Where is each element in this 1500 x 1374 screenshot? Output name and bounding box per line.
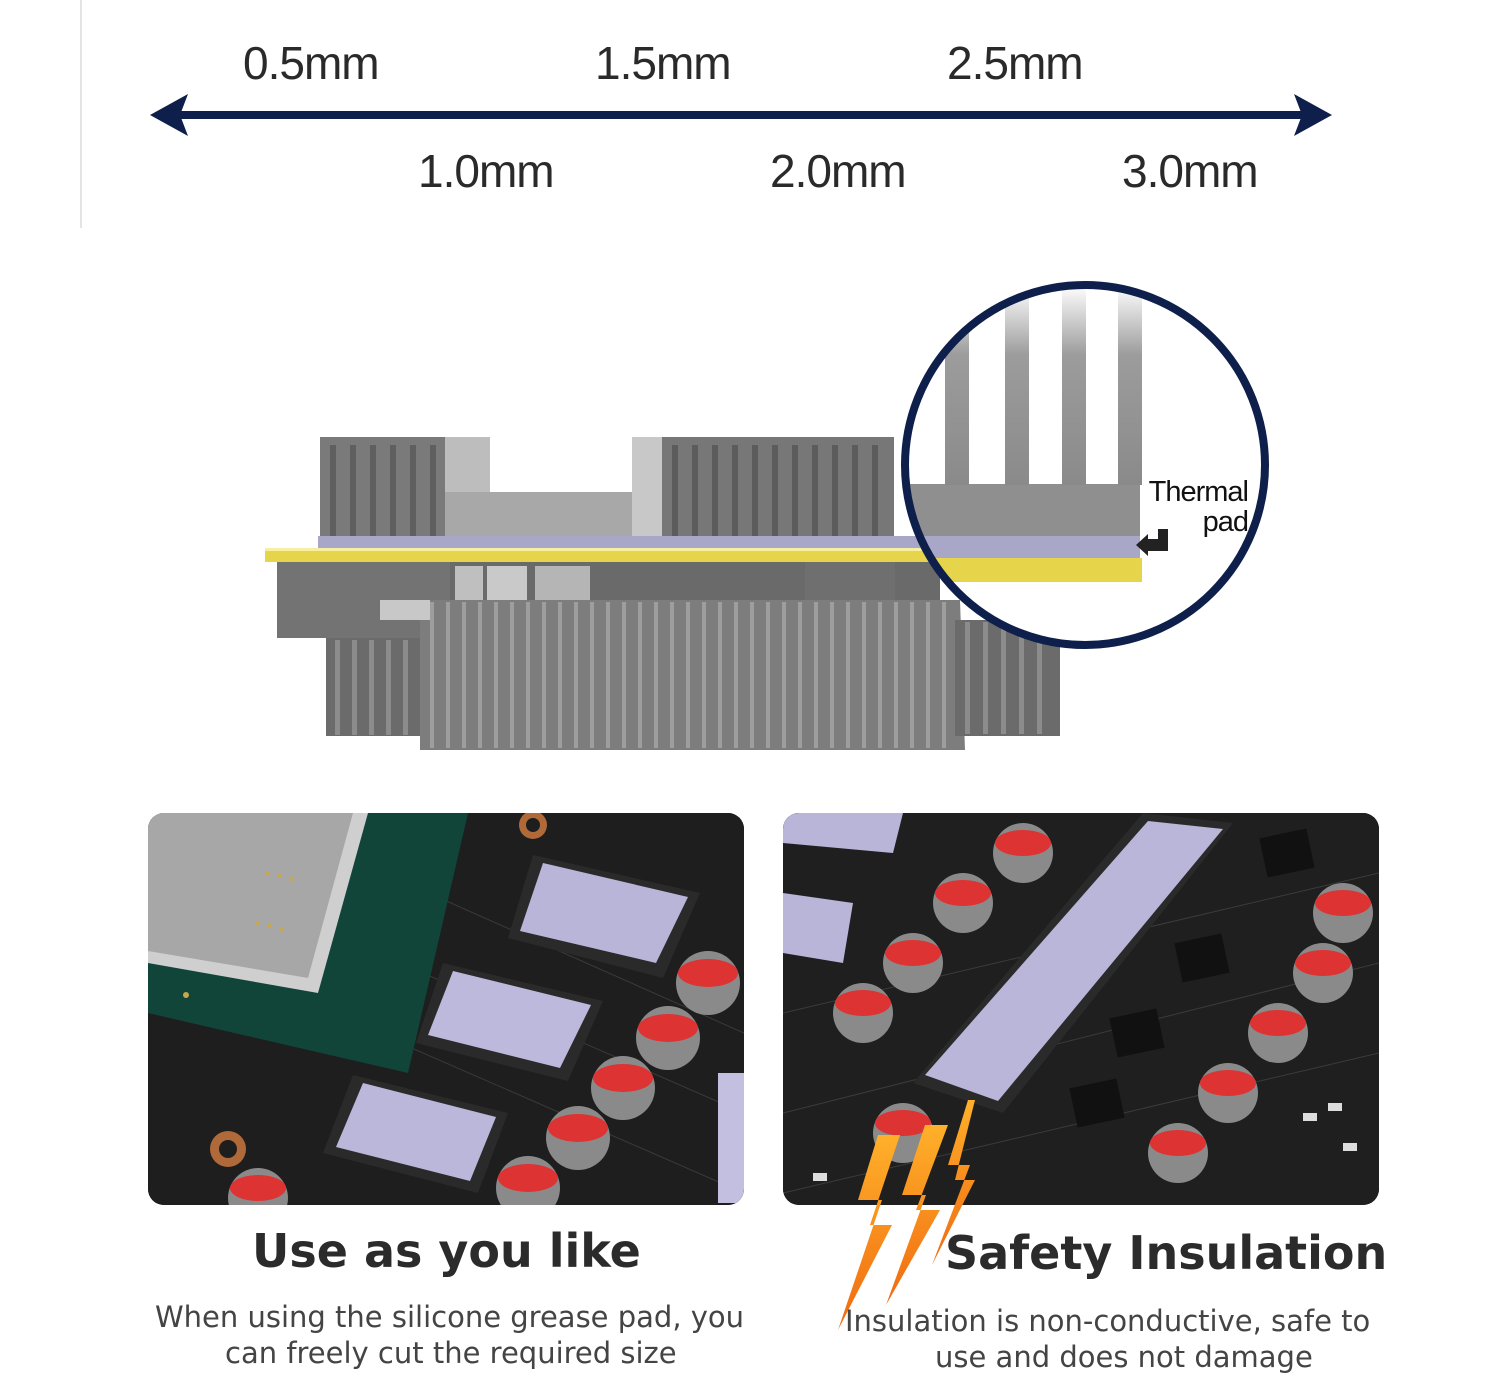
thickness-label-1-0: 1.0mm xyxy=(418,145,555,197)
feature-title-safety-insulation: Safety Insulation xyxy=(945,1226,1388,1280)
thickness-label-2-0: 2.0mm xyxy=(770,145,907,197)
thermal-pad-label-line1: Thermal xyxy=(1148,476,1249,508)
thickness-label-2-5: 2.5mm xyxy=(947,37,1084,89)
top-heatsink-right xyxy=(632,437,894,537)
thickness-label-0-5: 0.5mm xyxy=(243,37,380,89)
thermal-pad-label: Thermal pad xyxy=(1128,476,1249,538)
bottom-heatsink xyxy=(277,562,1060,750)
photo-use-as-you-like xyxy=(148,813,744,1205)
thermal-pad-label-line2: pad xyxy=(1202,506,1249,538)
heatsink-base-middle xyxy=(445,492,640,537)
heatsink-diagram xyxy=(265,281,1269,750)
feature-title-use-as-you-like: Use as you like xyxy=(252,1224,641,1278)
feature-body-safety-insulation: Insulation is non-conductive, safe to xyxy=(845,1304,1371,1338)
left-divider xyxy=(80,0,82,228)
thickness-label-3-0: 3.0mm xyxy=(1122,145,1259,197)
thickness-label-1-5: 1.5mm xyxy=(595,37,732,89)
lightning-icon xyxy=(838,1100,975,1330)
return-arrow-icon xyxy=(1136,529,1168,556)
feature-body-use-as-you-like-cut: can freely cut the required size xyxy=(225,1336,677,1370)
feature-body-use-as-you-like: When using the silicone grease pad, you xyxy=(155,1300,745,1334)
double-arrow-icon xyxy=(150,94,1332,136)
feature-body-safety-insulation-cut: use and does not damage xyxy=(935,1340,1313,1374)
